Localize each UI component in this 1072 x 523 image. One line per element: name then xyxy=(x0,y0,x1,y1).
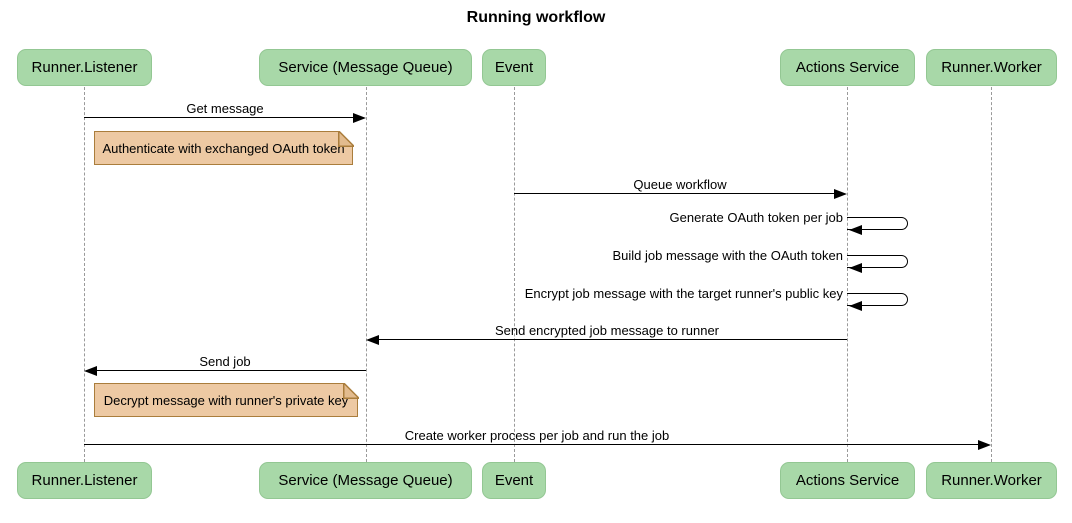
message-label-create-worker-process: Create worker process per job and run th… xyxy=(404,428,670,443)
actor-actions-service-bottom: Actions Service xyxy=(780,462,915,499)
arrowhead-left-icon xyxy=(366,335,379,345)
arrowhead-right-icon xyxy=(353,113,366,123)
actor-runner-listener-bottom: Runner.Listener xyxy=(17,462,152,499)
self-loop-line xyxy=(847,217,908,230)
message-label-get-message: Get message xyxy=(186,101,264,116)
arrowhead-right-icon xyxy=(834,189,847,199)
message-line xyxy=(84,117,354,118)
message-label-queue-workflow: Queue workflow xyxy=(633,177,727,192)
note-text: Authenticate with exchanged OAuth token xyxy=(102,140,345,156)
actor-service-message-queue-top: Service (Message Queue) xyxy=(259,49,472,86)
actor-event-bottom: Event xyxy=(482,462,546,499)
lifeline-actions-service xyxy=(847,87,848,462)
message-label-build-job-message: Build job message with the OAuth token xyxy=(612,248,843,263)
message-line xyxy=(379,339,847,340)
lifeline-service-message-queue xyxy=(366,87,367,462)
lifeline-runner-listener xyxy=(84,87,85,462)
arrowhead-left-icon xyxy=(849,225,862,235)
note-folded-corner-icon xyxy=(337,130,354,147)
note-text: Decrypt message with runner's private ke… xyxy=(103,392,349,408)
arrowhead-left-icon xyxy=(849,263,862,273)
self-loop-line xyxy=(847,293,908,306)
arrowhead-left-icon xyxy=(84,366,97,376)
lifeline-runner-worker xyxy=(991,87,992,462)
actor-service-message-queue-bottom: Service (Message Queue) xyxy=(259,462,472,499)
arrowhead-left-icon xyxy=(849,301,862,311)
actor-runner-worker-bottom: Runner.Worker xyxy=(926,462,1057,499)
message-label-send-job: Send job xyxy=(199,354,251,369)
message-label-generate-oauth-token: Generate OAuth token per job xyxy=(669,210,843,225)
actor-event-top: Event xyxy=(482,49,546,86)
message-label-encrypt-job-message: Encrypt job message with the target runn… xyxy=(524,286,843,301)
actor-runner-listener-top: Runner.Listener xyxy=(17,49,152,86)
lifeline-event xyxy=(514,87,515,462)
arrowhead-right-icon xyxy=(978,440,991,450)
message-line xyxy=(97,370,366,371)
self-loop-line xyxy=(847,255,908,268)
note-decrypt: Decrypt message with runner's private ke… xyxy=(94,382,359,417)
note-authenticate: Authenticate with exchanged OAuth token xyxy=(94,130,354,165)
message-line xyxy=(514,193,835,194)
actor-actions-service-top: Actions Service xyxy=(780,49,915,86)
diagram-title: Running workflow xyxy=(466,9,606,26)
message-line xyxy=(84,444,978,445)
actor-runner-worker-top: Runner.Worker xyxy=(926,49,1057,86)
message-label-send-encrypted-job: Send encrypted job message to runner xyxy=(494,323,720,338)
note-folded-corner-icon xyxy=(342,382,359,399)
